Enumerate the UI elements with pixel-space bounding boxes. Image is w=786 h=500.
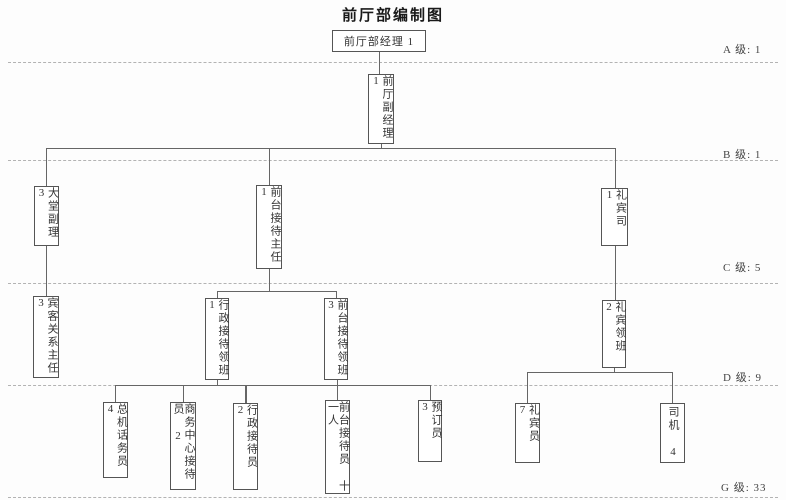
level-c-label: C 级: 5 [723,262,762,274]
connector-line [615,246,616,300]
page-title: 前厅部编制图 [341,8,444,24]
connector-line [614,368,615,373]
connector-line [245,385,247,403]
connector-line [46,148,47,186]
level-a-divider [8,62,778,63]
connector-line [269,148,270,185]
connector-line [217,291,218,298]
level-d-label: D 级: 9 [723,372,762,384]
node-bellman: 礼宾员 7 [515,403,540,463]
node-concierge-head: 礼宾司 1 [601,188,628,246]
connector-line [269,269,270,291]
node-concierge-leader: 礼宾领班 2 [602,300,626,368]
connector-line [527,372,673,373]
node-front-office-manager: 前厅部经理 1 [332,30,426,52]
connector-line [381,144,382,149]
level-b-divider [8,160,778,161]
node-guest-relations-supervisor: 宾客关系主任 3 [33,296,59,378]
level-g-label: G 级: 33 [721,482,767,494]
node-switchboard-operator: 总机话务员 4 [103,402,128,478]
node-front-desk-receptionist: 前台接待员 十一人 [325,400,350,494]
node-driver: 司机 4 [660,403,685,463]
connector-line [46,246,47,296]
node-lobby-assistant-manager: 大堂副理 3 [34,186,59,246]
level-b-label: B 级: 1 [723,149,762,161]
connector-line [217,380,218,385]
connector-line [183,385,184,402]
connector-line [430,385,431,400]
node-executive-receptionist: 行政接待员 2 [233,403,258,490]
node-front-desk-leader: 前台接待领班 3 [324,298,348,380]
node-business-center-receptionist: 商务中心接待员 2 [170,402,196,490]
node-front-desk-supervisor: 前台接待主任 1 [256,185,282,269]
connector-line [527,372,528,403]
connector-line [672,372,673,403]
connector-line [379,52,380,74]
connector-line [115,385,430,386]
level-a-label: A 级: 1 [723,44,762,56]
connector-line [115,385,116,402]
level-c-divider [8,283,778,284]
connector-line [217,291,336,292]
connector-line [337,385,338,400]
node-executive-reception-leader: 行政接待领班 1 [205,298,229,380]
connector-line [336,291,337,298]
node-deputy-manager: 前厅副经理 1 [368,74,394,144]
connector-line [46,148,616,149]
connector-line [615,148,616,188]
node-reservation-clerk: 预订员 3 [418,400,442,462]
connector-line [337,380,338,385]
level-g-divider [8,497,778,498]
